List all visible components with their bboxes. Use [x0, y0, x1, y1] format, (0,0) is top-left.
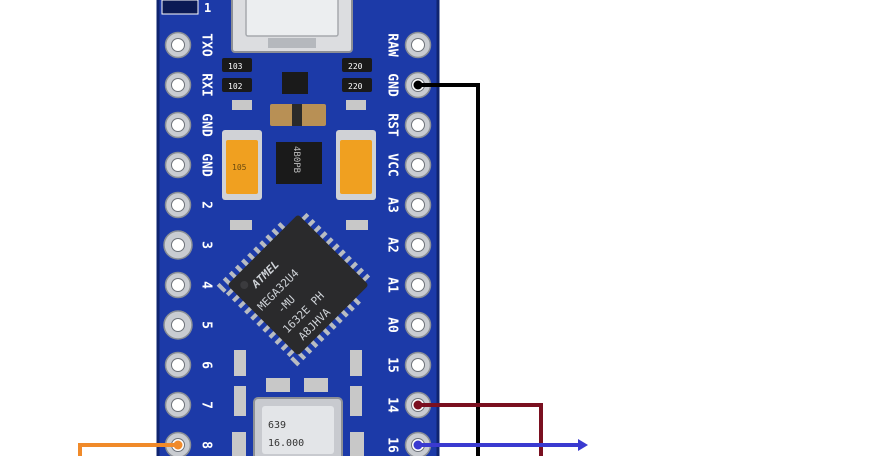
regulator-2 [276, 142, 322, 184]
pin-hole [411, 238, 425, 252]
chip-pin [216, 282, 227, 293]
pin-label-right: RST [385, 113, 400, 137]
pin-hole [411, 358, 425, 372]
pin-label-right: 15 [385, 357, 400, 373]
pin-hole [171, 318, 185, 332]
wires [78, 80, 588, 456]
pin-hole [171, 238, 185, 252]
pin-label-right: 16 [385, 437, 400, 453]
top-left-mark: 1 [204, 1, 211, 15]
blue-wire-end [413, 440, 423, 450]
regulator-label: 4B0PB [291, 146, 301, 173]
capacitor-left-label: 105 [232, 163, 247, 172]
pin-label-right: RAW [385, 33, 400, 57]
chip-pin [290, 356, 301, 367]
atmega32u4-chip [216, 212, 371, 367]
pin-hole [411, 318, 425, 332]
resistor-15 [266, 378, 290, 392]
pin-label-right: GND [385, 73, 400, 97]
blue-wire-arrow [578, 439, 588, 451]
pin-label-right: A2 [385, 237, 400, 253]
pro-micro-board: 1 103 220 102 220 4B0PB [156, 0, 440, 456]
maroon-wire [418, 403, 543, 456]
resistor-5 [232, 100, 252, 110]
resistor-4 [342, 78, 372, 92]
capacitor-left: 105 [222, 130, 262, 200]
pin-label-right: A1 [385, 277, 400, 293]
resistor-14 [350, 432, 364, 456]
pin-hole [411, 198, 425, 212]
crystal-code: 639 [268, 420, 286, 431]
pin-label-left: 8 [199, 441, 214, 449]
resistor-2 [342, 58, 372, 72]
chip-body [228, 215, 368, 355]
resistor-6 [346, 100, 366, 110]
tan-resistor-mark [292, 104, 302, 126]
pin-hole [171, 398, 185, 412]
pin-hole [171, 78, 185, 92]
maroon-wire-end [413, 400, 423, 410]
resistor-label-2: 220 [348, 62, 363, 71]
usb-tongue [268, 38, 316, 48]
pin-label-left: GND [199, 113, 214, 137]
resistor-10 [350, 350, 362, 376]
orange-wire [78, 443, 178, 456]
resistor-1 [222, 58, 252, 72]
resistor-16 [304, 378, 328, 392]
pin-hole [171, 38, 185, 52]
crystal-freq: 16.000 [268, 438, 304, 449]
pin-hole [411, 278, 425, 292]
pin-hole [171, 118, 185, 132]
pin-hole [171, 158, 185, 172]
resistor-12 [350, 386, 362, 416]
pin-label-left: 4 [199, 281, 214, 289]
pin-label-right: A3 [385, 197, 400, 213]
pin-label-left: RXI [199, 73, 214, 96]
pin-hole [171, 278, 185, 292]
resistor-3 [222, 78, 252, 92]
pin-label-left: 2 [199, 201, 214, 209]
pin-label-right: 14 [385, 397, 400, 413]
left-pin-header: TXO RXI GND GND 2 3 4 5 6 7 8 [163, 31, 214, 456]
pin-label-left: 7 [199, 401, 214, 409]
pin-hole [411, 118, 425, 132]
resistor-8 [346, 220, 368, 230]
pin-label-right: A0 [385, 317, 400, 333]
pin-hole [171, 198, 185, 212]
smd-components: 103 220 102 220 4B0PB [222, 58, 372, 456]
resistor-7 [230, 220, 252, 230]
pin-label-right: VCC [385, 153, 400, 176]
capacitor-right [336, 130, 376, 200]
resistor-label-4: 220 [348, 82, 363, 91]
crystal-oscillator: 639 16.000 [253, 397, 343, 456]
resistor-label-3: 102 [228, 82, 243, 91]
resistor-13 [232, 432, 246, 456]
pin-label-left: 5 [199, 321, 214, 329]
regulator [282, 72, 308, 94]
pin-label-left: GND [199, 153, 214, 177]
orange-wire-end [173, 440, 183, 450]
resistor-label-1: 103 [228, 62, 243, 71]
pin-hole [411, 38, 425, 52]
pin-label-left: 6 [199, 361, 214, 369]
resistor-11 [234, 386, 246, 416]
pin-hole [411, 158, 425, 172]
pin-hole [171, 358, 185, 372]
pin-label-left: 3 [199, 241, 214, 249]
pin-label-left: TXO [199, 33, 214, 57]
solder-jumper [161, 0, 199, 15]
black-wire-end [413, 80, 423, 90]
resistor-9 [234, 350, 246, 376]
black-wire [418, 83, 480, 456]
chip-dot [240, 281, 249, 289]
usb-port [245, 0, 339, 37]
